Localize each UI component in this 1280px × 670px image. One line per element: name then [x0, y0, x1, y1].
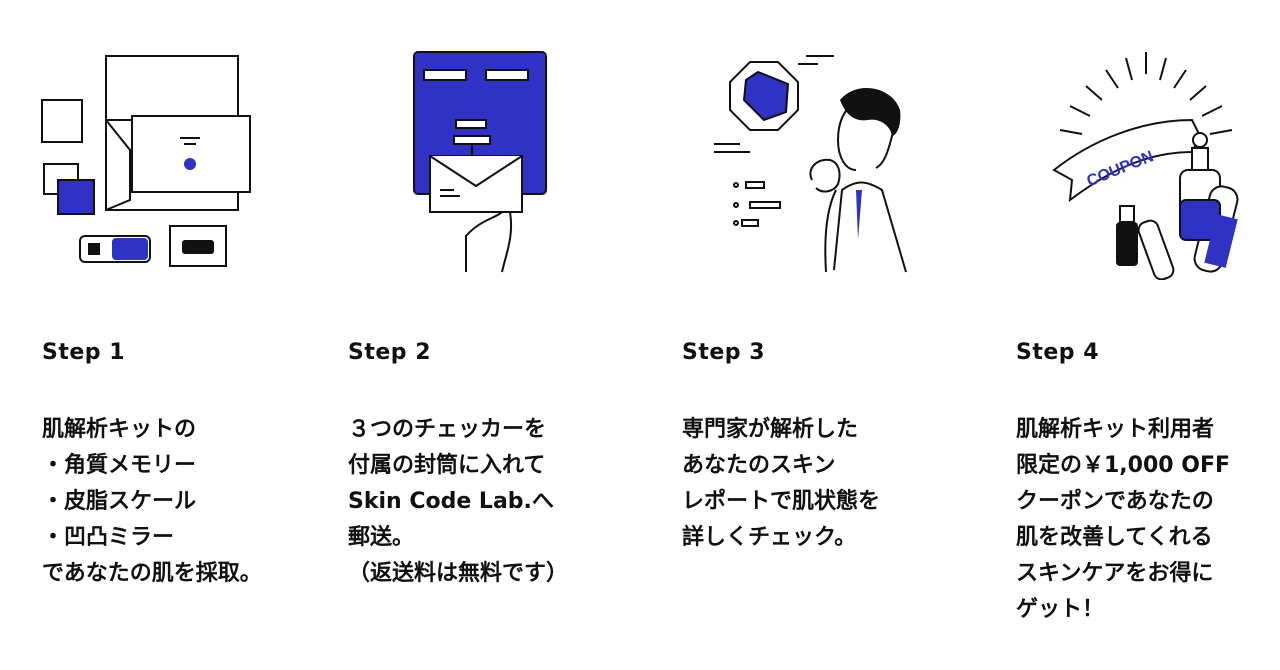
description-line: ・皮脂スケール	[42, 489, 197, 514]
description-line: 肌解析キット利用者	[1016, 417, 1215, 442]
step-3: Step 3 専門家が解析した あなたのスキン レポートで肌状態を 詳しくチェッ…	[640, 0, 960, 670]
description-line: であなたの肌を採取。	[42, 561, 262, 586]
coupon-skincare-icon: COUPON	[1042, 40, 1252, 280]
description-line: ゲット！	[1016, 597, 1105, 622]
description-line: 専門家が解析した	[682, 417, 859, 442]
description-line: 詳しくチェック。	[682, 525, 857, 550]
description-line: あなたのスキン	[682, 453, 836, 478]
description-line: 郵送。	[348, 525, 415, 550]
description-line: 肌解析キットの	[42, 417, 197, 442]
description-line: クーポンであなたの	[1016, 489, 1214, 514]
description-line: ３つのチェッカーを	[348, 417, 547, 442]
step-title: Step 2	[348, 340, 431, 365]
step-description: 肌解析キットの ・角質メモリー ・皮脂スケール ・凹凸ミラー であなたの肌を採取…	[42, 412, 262, 592]
step-description: 肌解析キット利用者 限定の￥1,000 OFF クーポンであなたの 肌を改善して…	[1016, 412, 1230, 628]
description-line: スキンケアをお得に	[1016, 561, 1214, 586]
step-title: Step 3	[682, 340, 765, 365]
description-line: ・凹凸ミラー	[42, 525, 175, 550]
skin-analysis-kit-icon	[40, 40, 270, 280]
description-line: 限定の￥1,000 OFF	[1016, 453, 1231, 478]
description-line: 肌を改善してくれる	[1016, 525, 1213, 550]
step-4: COUPON Step 4 肌解析キット利用者 限定の￥1,000 OFF クー…	[960, 0, 1280, 670]
description-line: Skin Code Lab.へ	[348, 489, 554, 514]
step-description: 専門家が解析した あなたのスキン レポートで肌状態を 詳しくチェック。	[682, 412, 880, 556]
description-line: 付属の封筒に入れて	[348, 453, 546, 478]
step-2: Step 2 ３つのチェッカーを 付属の封筒に入れて Skin Code Lab…	[320, 0, 640, 670]
step-1: Step 1 肌解析キットの ・角質メモリー ・皮脂スケール ・凹凸ミラー であ…	[0, 0, 320, 670]
step-title: Step 1	[42, 340, 125, 365]
expert-analysis-icon	[706, 40, 926, 280]
description-line: （返送料は無料です）	[348, 561, 569, 586]
mail-envelope-icon	[410, 40, 560, 280]
description-line: レポートで肌状態を	[682, 489, 881, 514]
step-title: Step 4	[1016, 340, 1099, 365]
step-description: ３つのチェッカーを 付属の封筒に入れて Skin Code Lab.へ 郵送。 …	[348, 412, 568, 592]
description-line: ・角質メモリー	[42, 453, 197, 478]
